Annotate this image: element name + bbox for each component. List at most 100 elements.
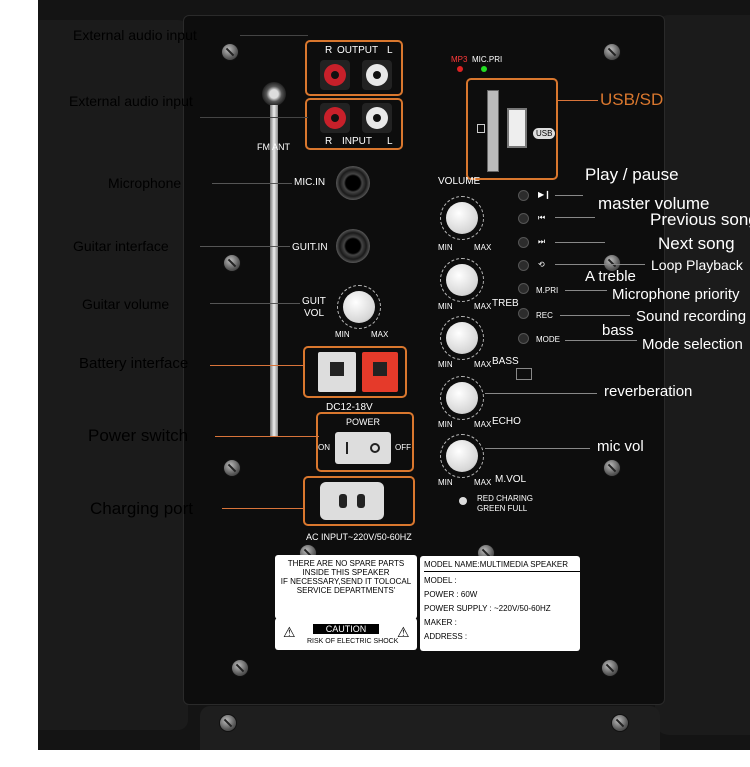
- callout-line: [215, 436, 319, 437]
- mic-pri-led-label: MIC.PRI: [472, 55, 503, 64]
- play-pause-button[interactable]: [518, 190, 529, 201]
- sd-icon: [477, 124, 485, 133]
- mvol-label: M.VOL: [495, 474, 527, 485]
- dc-input-label: DC12-18V: [326, 402, 373, 413]
- treble-min: MIN: [438, 302, 453, 311]
- battery-terminal-black[interactable]: [318, 352, 356, 392]
- callout-guitar-volume: Guitar volume: [82, 296, 170, 312]
- microphone-jack[interactable]: [336, 166, 370, 200]
- screw-icon: [602, 660, 618, 676]
- callout-line: [210, 365, 305, 366]
- echo-knob[interactable]: [440, 376, 484, 420]
- output-r-label: R: [325, 45, 333, 56]
- ac-charging-port[interactable]: [320, 482, 384, 520]
- callout-line: [565, 340, 637, 341]
- usb-sd-highlight: [466, 78, 558, 180]
- output-r-jack[interactable]: [320, 60, 350, 90]
- callout-master-volume: master volume: [598, 194, 710, 213]
- input-l-label: L: [387, 136, 393, 147]
- callout-guitar-interface: Guitar interface: [73, 238, 169, 254]
- callout-mic-vol: mic vol: [597, 438, 644, 455]
- fm-ant-label: FM ANT: [257, 142, 290, 152]
- callout-line: [555, 217, 595, 218]
- screw-icon: [604, 460, 620, 476]
- mp3-label: MP3: [451, 55, 468, 64]
- spec-address: ADDRESS :: [424, 632, 468, 641]
- charging-port-highlight: [303, 476, 415, 526]
- callout-external-audio-input-1: External audio input: [73, 27, 197, 43]
- power-switch[interactable]: [335, 432, 391, 464]
- mode-label: MODE: [536, 335, 560, 344]
- bass-min: MIN: [438, 360, 453, 369]
- guit-vol-max: MAX: [371, 330, 389, 339]
- next-icon: ⏭: [538, 237, 546, 246]
- screw-icon: [604, 255, 620, 271]
- usb-port[interactable]: [507, 108, 527, 148]
- warning-line-1: THERE ARE NO SPARE PARTS: [287, 559, 405, 568]
- treble-knob[interactable]: [440, 258, 484, 302]
- spec-power: POWER : 60W: [424, 590, 478, 599]
- charge-red-label: RED CHARING: [477, 494, 534, 503]
- warning-line-4: SERVICE DEPARTMENTS': [296, 586, 396, 595]
- screw-icon: [604, 44, 620, 60]
- output-l-jack[interactable]: [362, 60, 392, 90]
- caution-label: CAUTION: [313, 624, 379, 634]
- charge-led: [459, 497, 467, 505]
- spec-model: MODEL :: [424, 576, 457, 585]
- loop-icon: ⟲: [538, 260, 545, 269]
- next-button[interactable]: [518, 237, 529, 248]
- guitar-volume-knob[interactable]: [337, 285, 381, 329]
- power-on-label: ON: [318, 443, 330, 452]
- mic-in-label: MIC.IN: [294, 177, 326, 188]
- battery-highlight: [303, 346, 407, 398]
- bass-max: MAX: [474, 360, 492, 369]
- m-pri-label: M.PRI: [536, 286, 559, 295]
- master-volume-button[interactable]: [518, 213, 529, 224]
- sd-card-slot[interactable]: [487, 90, 499, 172]
- callout-line: [212, 183, 292, 184]
- loop-button[interactable]: [518, 260, 529, 271]
- mic-volume-knob[interactable]: [440, 434, 484, 478]
- charge-green-label: GREEN FULL: [477, 504, 528, 513]
- input-r-jack[interactable]: [320, 103, 350, 133]
- mic-pri-led: [481, 66, 487, 72]
- volume-max: MAX: [474, 243, 492, 252]
- output-highlight: [305, 40, 403, 96]
- caution-sticker: ⚠ ⚠ CAUTION RISK OF ELECTRIC SHOCK: [275, 618, 417, 650]
- spec-maker: MAKER :: [424, 618, 457, 627]
- cabinet-right-side: [655, 15, 750, 735]
- guitar-jack[interactable]: [336, 229, 370, 263]
- callout-sound-recording: Sound recording: [636, 308, 747, 325]
- screw-icon: [224, 460, 240, 476]
- callout-line: [565, 290, 607, 291]
- callout-line: [200, 117, 308, 118]
- mode-button[interactable]: [518, 333, 529, 344]
- callout-line: [555, 264, 645, 265]
- input-highlight: [305, 98, 403, 150]
- spec-supply: POWER SUPPLY : ~220V/50-60HZ: [424, 604, 551, 613]
- output-label: OUTPUT: [337, 45, 379, 56]
- master-volume-knob[interactable]: [440, 196, 484, 240]
- power-off-label: OFF: [395, 443, 411, 452]
- guit-vol-label-2: VOL: [304, 308, 325, 319]
- callout-line: [485, 448, 590, 449]
- usb-logo-icon: USB: [533, 128, 556, 139]
- m-pri-button[interactable]: [518, 283, 529, 294]
- callout-mic-priority: Microphone priority: [612, 286, 740, 303]
- echo-min: MIN: [438, 420, 453, 429]
- callout-a-treble: A treble: [585, 268, 636, 285]
- spec-sticker: MODEL NAME:MULTIMEDIA SPEAKER MODEL : PO…: [420, 556, 580, 651]
- bass-knob[interactable]: [440, 316, 484, 360]
- screw-icon: [222, 44, 238, 60]
- spec-model-name: MODEL NAME:MULTIMEDIA SPEAKER: [424, 560, 580, 572]
- usb-sd-label: USB/SD: [600, 90, 664, 109]
- callout-battery-interface: Battery interface: [79, 355, 189, 372]
- battery-terminal-red[interactable]: [362, 352, 398, 392]
- fm-antenna[interactable]: [270, 105, 278, 437]
- input-l-jack[interactable]: [362, 103, 392, 133]
- input-r-label: R: [325, 136, 333, 147]
- mp3-led: [457, 66, 463, 72]
- callout-previous-song: Previous song: [650, 210, 750, 229]
- rec-button[interactable]: [518, 308, 529, 319]
- treb-label: TREB: [492, 298, 519, 309]
